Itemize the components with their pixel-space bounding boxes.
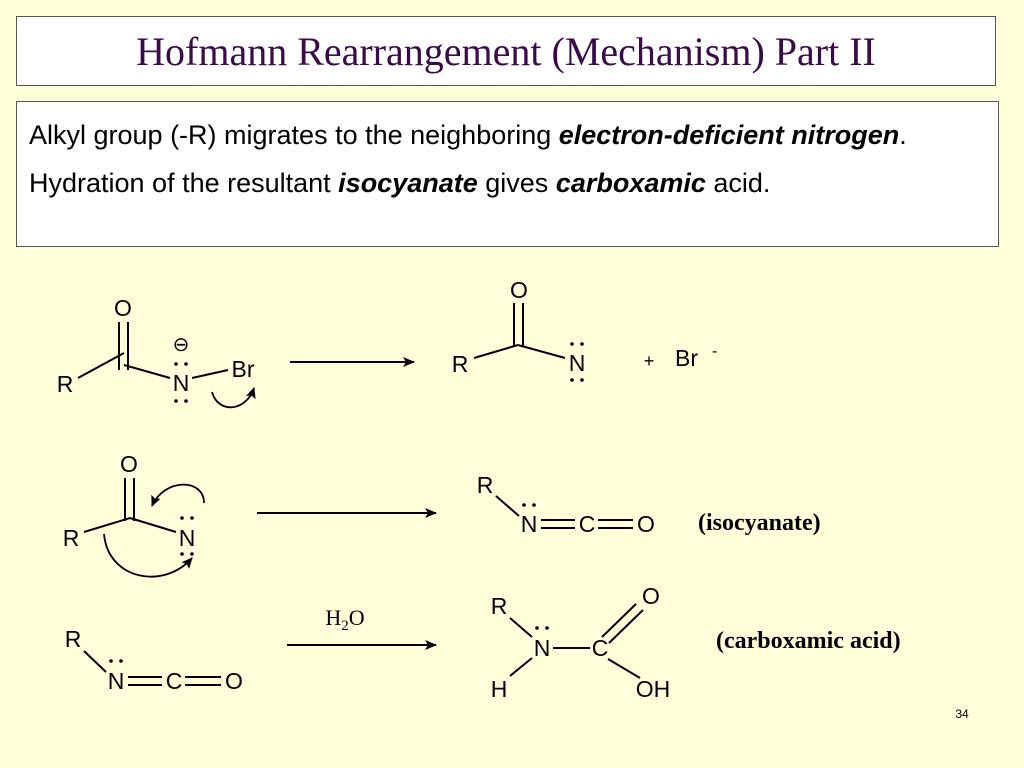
step1-reactant: O R N Br ⊖ [57, 295, 256, 409]
bond-c-oh [607, 658, 641, 679]
title-box: Hofmann Rearrangement (Mechanism) Part I… [16, 16, 996, 86]
atom-nitrogen: N [108, 668, 125, 694]
desc-text-4: acid. [705, 168, 771, 198]
curved-arrow-icon [151, 483, 205, 507]
atom-nitrogen: N [173, 370, 190, 396]
bond-r-c [83, 517, 131, 533]
atom-oxygen: O [114, 295, 132, 321]
atom-carbon: C [579, 511, 596, 537]
desc-emphasis-carboxamic: carboxamic [555, 168, 706, 198]
bromide-ion: Br [675, 345, 698, 371]
atom-r: R [452, 351, 469, 377]
lone-pair-dots-icon [180, 516, 194, 556]
atom-bromine: Br [232, 356, 255, 382]
plus-sign: + [644, 351, 655, 371]
atom-oxygen: O [642, 583, 660, 609]
atom-r: R [57, 371, 74, 397]
atom-r: R [65, 626, 82, 652]
atom-hydrogen: H [491, 676, 508, 702]
atom-nitrogen: N [534, 635, 551, 661]
curved-arrow-icon [211, 387, 256, 409]
slide-title: Hofmann Rearrangement (Mechanism) Part I… [136, 28, 876, 74]
atom-hydroxyl: OH [636, 676, 671, 702]
lone-pair-dots-icon [522, 503, 536, 507]
atom-oxygen: O [510, 277, 528, 303]
atom-oxygen: O [225, 668, 243, 694]
atom-carbon: C [166, 668, 183, 694]
description-box: Alkyl group (-R) migrates to the neighbo… [16, 101, 999, 247]
bond-c-n [129, 517, 177, 533]
page-number: 34 [955, 707, 969, 721]
bond-r-c [77, 352, 125, 379]
step2-product-isocyanate: R N C O [477, 472, 655, 537]
atom-r: R [491, 593, 508, 619]
carboxamic-acid-label: (carboxamic acid) [716, 628, 901, 654]
reagent-water: H2O [325, 605, 364, 634]
bond-h-n [509, 657, 533, 677]
atom-r: R [477, 472, 494, 498]
desc-text-3: gives [477, 168, 556, 198]
step3-reactant-isocyanate: R N C O [65, 626, 243, 694]
lone-pair-dots-icon [535, 626, 549, 630]
atom-nitrogen: N [569, 350, 586, 376]
atom-carbon: C [592, 635, 609, 661]
isocyanate-label: (isocyanate) [698, 510, 821, 536]
bond-r-c [473, 344, 519, 359]
curved-arrow-migration-icon [103, 533, 193, 578]
bond-c-o-double-1 [601, 603, 637, 638]
atom-oxygen: O [637, 511, 655, 537]
atom-nitrogen: N [521, 511, 538, 537]
negative-charge-icon: ⊖ [173, 334, 190, 356]
step2-reactant: O R N [63, 451, 205, 578]
atom-r: R [63, 525, 80, 551]
atom-nitrogen: N [179, 525, 196, 551]
step3-product-carboxamic-acid: R N C O H OH [491, 583, 671, 702]
step1-product: O R N + Br - [452, 277, 717, 382]
lone-pair-dots-icon [109, 659, 123, 663]
bond-c-o-double-2 [608, 609, 644, 644]
bond-n-br [191, 369, 229, 379]
desc-emphasis-isocyanate: isocyanate [338, 168, 478, 198]
lone-pair-dots-icon [570, 342, 584, 382]
desc-text-1: Alkyl group (-R) migrates to the neighbo… [29, 120, 559, 150]
bond-r-n [495, 495, 520, 517]
bond-r-n [83, 650, 107, 673]
bond-r-n [509, 617, 533, 638]
bromide-charge: - [712, 343, 717, 360]
bond-c-n [123, 364, 171, 379]
desc-text-2: . Hydration of the resultant [29, 120, 907, 198]
bond-c-n [517, 344, 566, 359]
atom-oxygen: O [120, 451, 138, 477]
lone-pair-dots-icon [174, 362, 188, 403]
desc-emphasis-electron-deficient: electron-deficient nitrogen [558, 120, 900, 150]
